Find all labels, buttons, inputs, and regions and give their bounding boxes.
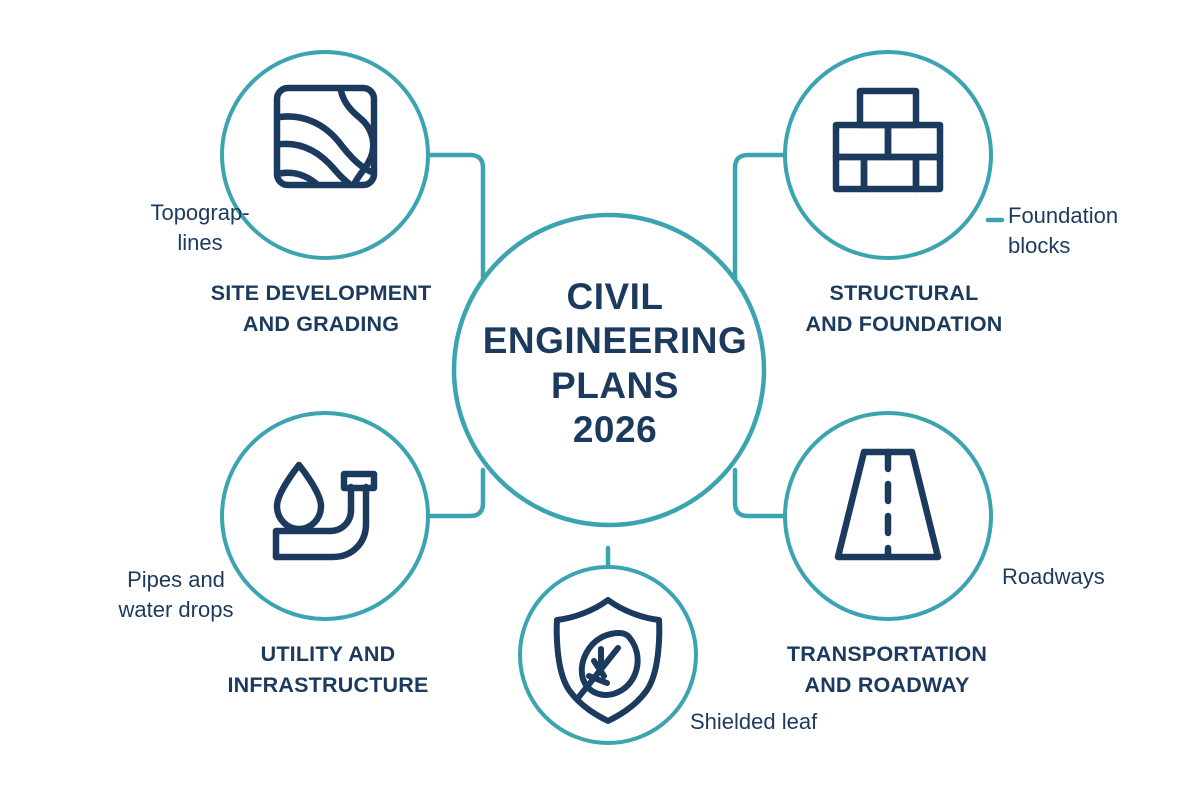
road-icon: [834, 448, 942, 561]
sublabel-foundation-blocks: Foundation blocks: [1008, 203, 1119, 258]
center-circle: [451, 212, 767, 528]
bricks-icon: [832, 87, 944, 193]
sublabel-roadways: Roadways: [1002, 564, 1105, 589]
category-label-structural-foundation: STRUCTURAL AND FOUNDATION: [805, 281, 1003, 336]
category-label-utility-infrastructure: UTILITY AND INFRASTRUCTURE: [227, 642, 429, 697]
sublabel-pipes-water-drops: Pipes and water drops: [118, 567, 234, 622]
pipe-waterdrop-icon: [272, 461, 378, 561]
category-label-transportation-roadway: TRANSPORTATION AND ROADWAY: [786, 642, 988, 697]
connector-utility-infrastructure: [425, 467, 486, 519]
connector-site-development: [425, 152, 486, 303]
sublabel-topography-lines: Topograp- lines: [150, 200, 250, 255]
center-title: CIVIL ENGINEERING PLANS 2026: [482, 276, 748, 451]
node-circle-utility-infrastructure[interactable]: [220, 411, 430, 621]
sublabel-shielded-leaf: Shielded leaf: [690, 709, 818, 734]
connector-transportation-roadway: [732, 467, 793, 519]
topography-icon: [273, 84, 378, 189]
category-label-site-development: SITE DEVELOPMENT AND GRADING: [210, 281, 432, 336]
node-circle-environmental-shield[interactable]: [518, 565, 698, 745]
shield-leaf-icon: [553, 597, 663, 724]
connector-structural-foundation: [732, 152, 793, 303]
